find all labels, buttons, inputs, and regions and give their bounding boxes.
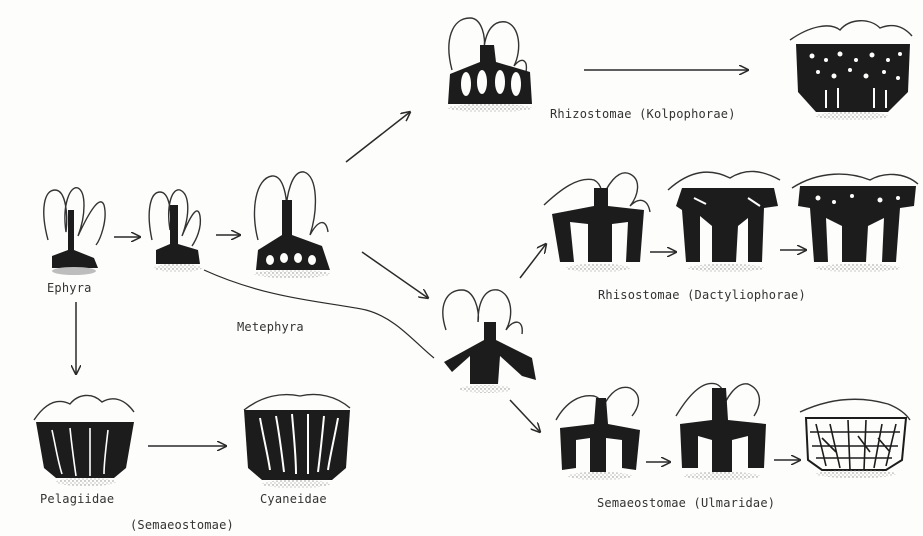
kolpophorae-early-figure	[448, 18, 532, 112]
label-metephyra: Metephyra	[237, 320, 304, 334]
arrow-metephyra-to-central	[362, 252, 428, 298]
kolpophorae-adult-figure	[790, 21, 912, 120]
pelagiidae-figure	[34, 395, 134, 486]
label-rhisostomae-dactyliophorae: Rhisostomae (Dactyliophorae)	[598, 288, 806, 302]
label-ephyra: Ephyra	[47, 281, 92, 295]
label-pelagiidae: Pelagiidae	[40, 492, 114, 506]
label-rhizostomae-kolpophorae: Rhizostomae (Kolpophorae)	[550, 107, 736, 121]
ulmaridae-stage-two-figure	[676, 383, 766, 480]
dactyliophorae-stage-three-figure	[792, 174, 918, 272]
arrow-metephyra-to-kolpophorae	[346, 112, 410, 162]
curve-stage-two-to-central	[204, 270, 434, 358]
ephyra-stage-two-figure	[149, 190, 202, 272]
metephyra-figure	[254, 172, 330, 278]
ulmaridae-stage-three-figure	[800, 399, 910, 478]
arrow-central-to-ulmaridae	[510, 400, 540, 432]
label-semaeostomae-ulmaridae: Semaeostomae (Ulmaridae)	[597, 496, 775, 510]
label-cyaneidae: Cyaneidae	[260, 492, 327, 506]
cyaneidae-figure	[244, 395, 350, 489]
central-branching-figure	[443, 290, 536, 393]
label-semaeostomae-group: (Semaeostomae)	[130, 518, 234, 532]
arrow-central-to-dactyliophorae	[520, 244, 546, 278]
ulmaridae-stage-one-figure	[556, 387, 640, 480]
ephyra-figure	[44, 188, 105, 275]
dactyliophorae-stage-one-figure	[544, 173, 650, 272]
dactyliophorae-stage-two-figure	[668, 171, 780, 272]
